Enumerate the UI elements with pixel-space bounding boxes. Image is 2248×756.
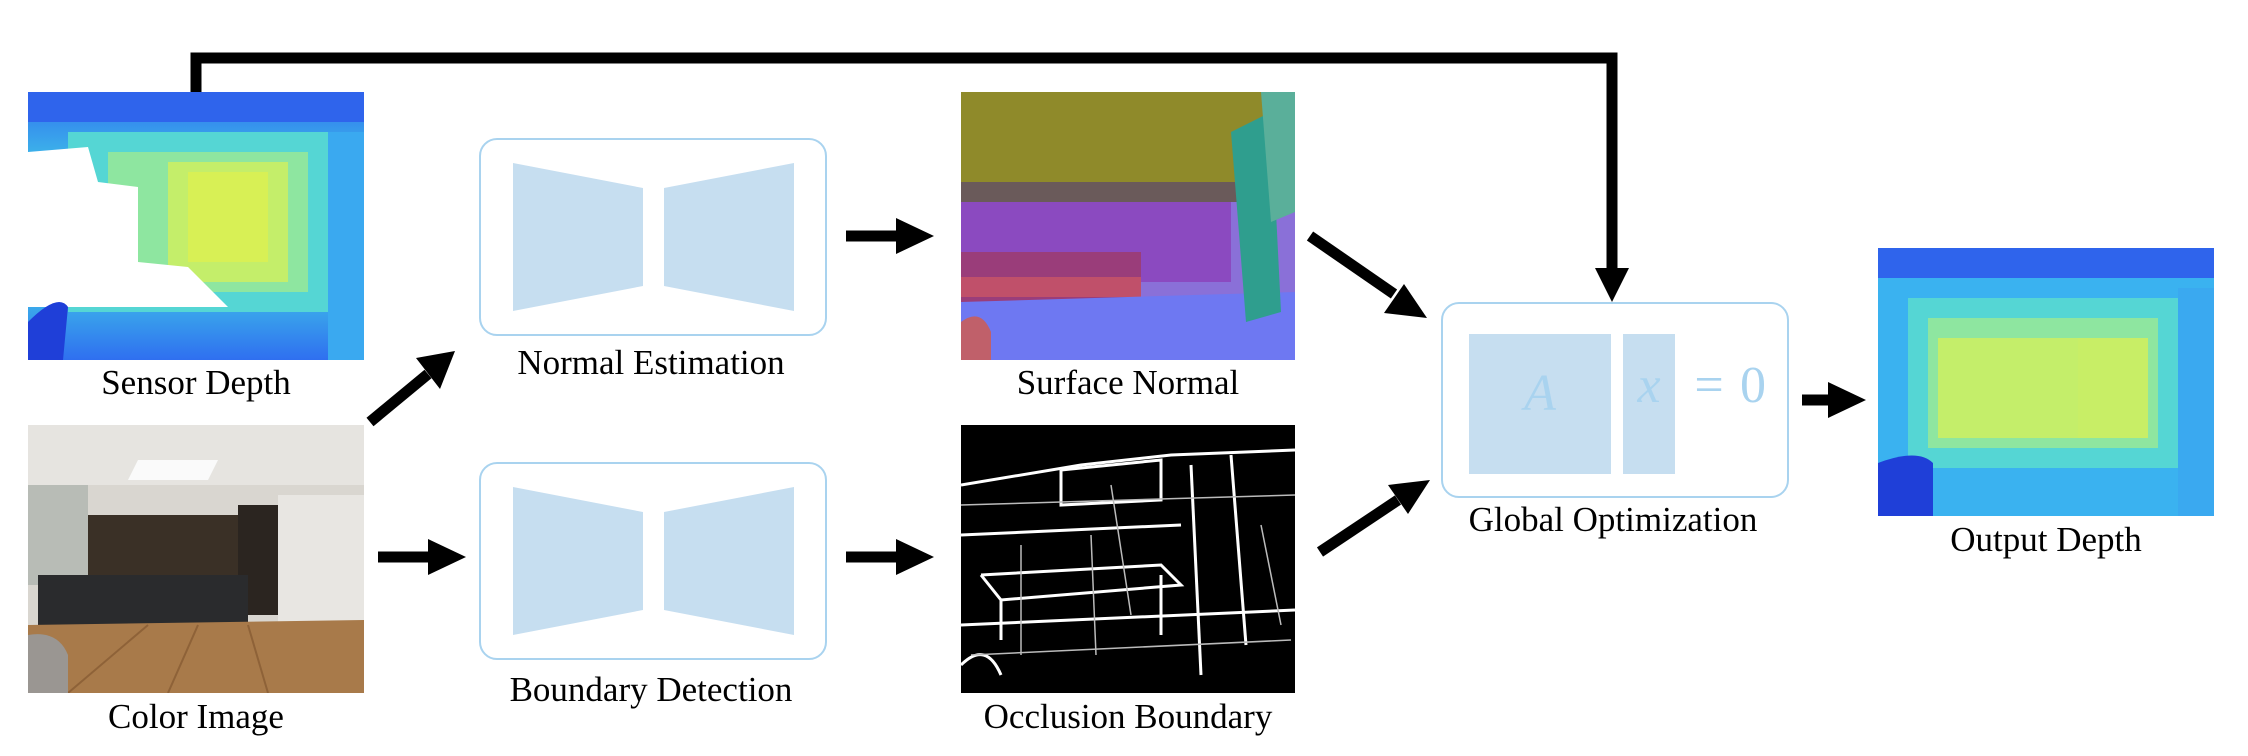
output-depth-label: Output Depth bbox=[1950, 520, 2142, 559]
global-optimization-label: Global Optimization bbox=[1468, 500, 1758, 539]
decoder-shape bbox=[664, 163, 794, 311]
encoder-shape bbox=[513, 163, 643, 311]
boundary-detection-network bbox=[479, 462, 827, 660]
sensor-depth-label: Sensor Depth bbox=[101, 363, 291, 402]
rhs-zero: 0 bbox=[1740, 357, 1766, 414]
skip-connection-arrowhead bbox=[1595, 268, 1629, 302]
arrow-to-boundary-head bbox=[428, 539, 466, 575]
normal-estimation-network bbox=[479, 138, 827, 336]
encoder-shape bbox=[513, 487, 643, 635]
sensor-depth-image bbox=[28, 92, 364, 360]
arrow-to-normal-head bbox=[416, 351, 455, 389]
equals-sign: = bbox=[1694, 357, 1724, 414]
matrix-symbol: A bbox=[1524, 365, 1556, 422]
surface-normal-label: Surface Normal bbox=[1016, 363, 1240, 402]
occlusion-boundary-image bbox=[961, 425, 1295, 693]
arrow-to-surface-normal-head bbox=[896, 218, 934, 254]
output-depth-image bbox=[1878, 248, 2214, 516]
decoder-shape bbox=[664, 487, 794, 635]
color-image-label: Color Image bbox=[108, 697, 284, 736]
arrow-occlusion-to-opt-line bbox=[1316, 495, 1402, 557]
vector-symbol: x bbox=[1637, 357, 1661, 414]
skip-connection-line bbox=[190, 52, 1618, 268]
arrow-to-occlusion-head bbox=[896, 539, 934, 575]
boundary-detection-label: Boundary Detection bbox=[509, 670, 793, 709]
arrow-surface-to-opt-head bbox=[1384, 284, 1427, 318]
color-image bbox=[28, 425, 364, 693]
arrow-surface-to-opt-line bbox=[1306, 231, 1398, 299]
arrow-to-output-head bbox=[1828, 382, 1866, 418]
occlusion-boundary-label: Occlusion Boundary bbox=[983, 697, 1273, 736]
vector-block bbox=[1623, 334, 1675, 474]
normal-estimation-label: Normal Estimation bbox=[517, 343, 785, 382]
arrow-occlusion-to-opt-head bbox=[1388, 480, 1430, 514]
surface-normal-image bbox=[961, 92, 1295, 360]
arrow-to-normal-line bbox=[366, 369, 432, 427]
global-optimization-box: A x = 0 bbox=[1441, 302, 1789, 498]
matrix-block bbox=[1469, 334, 1611, 474]
